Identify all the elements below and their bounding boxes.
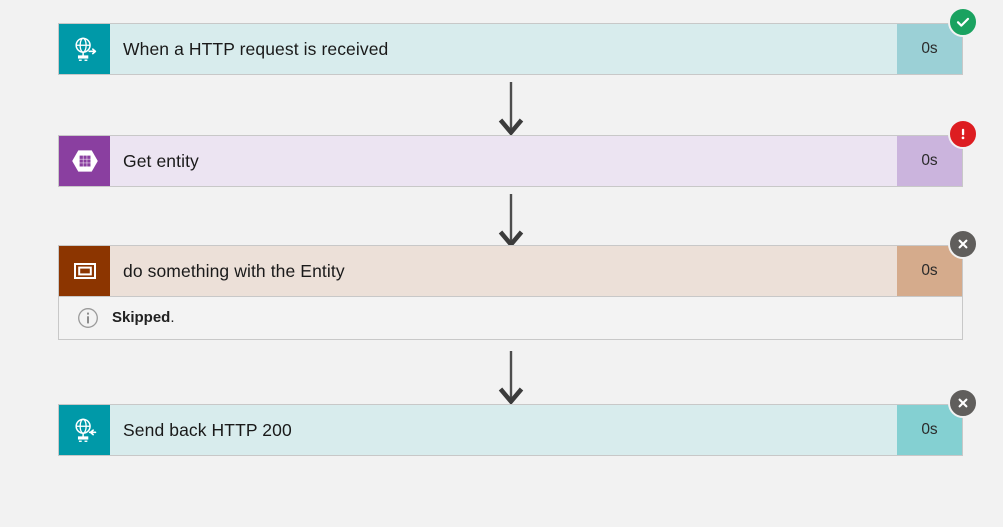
connector-arrow-1: [498, 82, 524, 137]
status-message-trailing: .: [170, 309, 175, 326]
action-card-when-a-http-request-is-received[interactable]: When a HTTP request is received 0s: [59, 7, 978, 74]
check-circle-icon: [948, 7, 978, 37]
action-title: Get entity: [123, 150, 199, 171]
action-card-do-something-with-the-entity[interactable]: do something with the Entity 0s Skipped.: [59, 229, 978, 339]
action-status-message: Skipped.: [59, 296, 962, 339]
error-exclamation-icon: [948, 119, 978, 149]
connector-arrow-3: [498, 351, 524, 406]
action-card-send-back-http-200[interactable]: Send back HTTP 200 0s: [59, 388, 978, 455]
connector-arrow-2: [498, 194, 524, 249]
action-header[interactable]: Send back HTTP 200 0s: [59, 388, 978, 455]
action-header[interactable]: do something with the Entity 0s: [59, 229, 978, 296]
status-message-text: Skipped.: [112, 309, 175, 326]
info-circle-icon: [77, 307, 99, 329]
close-circle-icon: [948, 388, 978, 418]
action-title: do something with the Entity: [123, 260, 345, 281]
action-title: When a HTTP request is received: [123, 38, 389, 59]
azure-table-grid-icon: [59, 136, 110, 186]
compose-rectangle-icon: [59, 246, 110, 296]
status-message-bold: Skipped: [112, 309, 171, 326]
close-circle-icon: [948, 229, 978, 259]
action-header[interactable]: Get entity 0s: [59, 119, 978, 186]
action-header[interactable]: When a HTTP request is received 0s: [59, 7, 978, 74]
http-response-globe-icon: [59, 405, 110, 455]
action-card-get-entity[interactable]: Get entity 0s: [59, 119, 978, 186]
http-request-globe-icon: [59, 24, 110, 74]
action-title: Send back HTTP 200: [123, 419, 292, 440]
